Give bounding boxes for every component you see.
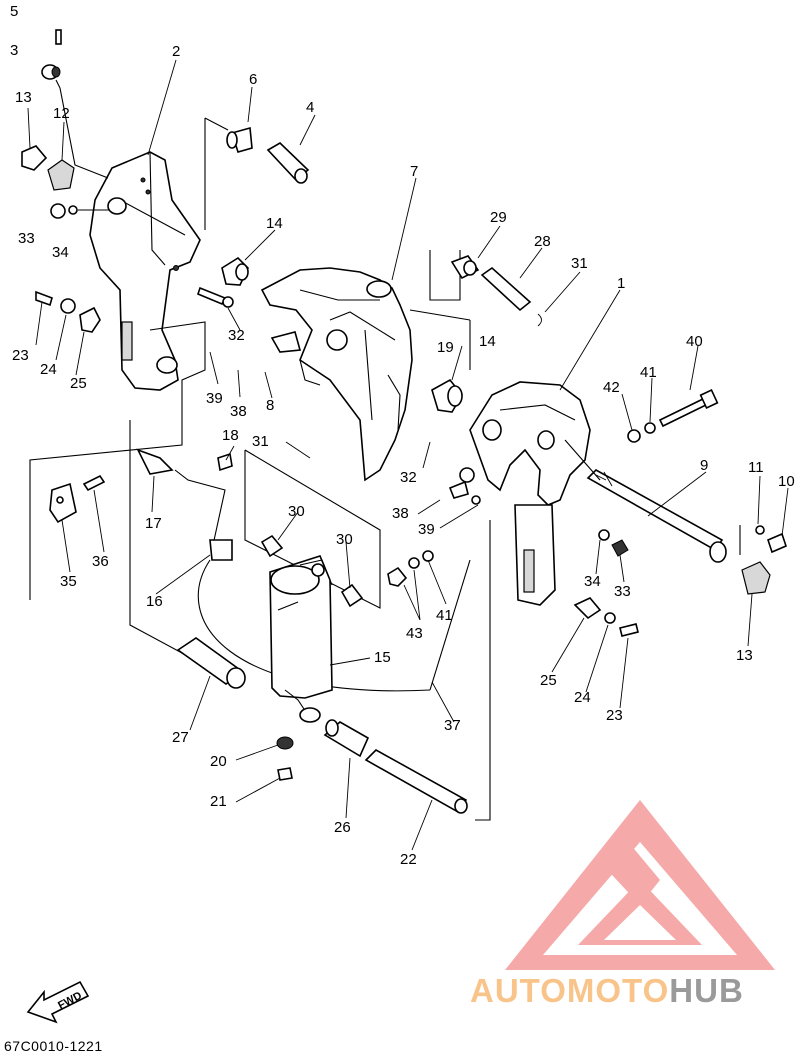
callout-11: 11 [748,459,764,476]
callout-8: 8 [266,397,274,414]
callout-33b: 33 [614,583,631,600]
callout-41: 41 [640,364,657,381]
pin-28-29 [450,255,542,327]
callout-35: 35 [60,573,77,590]
callout-27: 27 [172,729,189,746]
watermark-part1: AUTOMOTO [470,972,670,1009]
callout-25: 25 [70,375,87,392]
right-lower-small-parts [573,525,787,637]
callout-12: 12 [53,105,70,122]
callout-21: 21 [210,793,227,810]
callout-15: 15 [374,649,391,666]
callout-23: 23 [12,347,29,364]
swivel-bracket [260,267,413,482]
callout-19: 19 [437,339,454,356]
callout-22: 22 [400,851,417,868]
callout-43: 43 [406,625,423,642]
callout-3: 3 [10,42,18,59]
callout-20: 20 [210,753,227,770]
callout-23b: 23 [606,707,623,724]
tilt-cylinder [269,555,333,723]
callout-26: 26 [334,819,351,836]
callout-17: 17 [145,515,162,532]
callout-30: 30 [288,503,305,520]
callout-36: 36 [92,553,109,570]
callout-38b: 38 [392,505,409,522]
upper-left-small-parts [21,29,110,219]
callout-32: 32 [228,327,245,344]
tilt-shaft [564,439,727,563]
watermark-part2: HUB [669,972,744,1009]
callout-37: 37 [444,717,461,734]
callout-38: 38 [230,403,247,420]
callout-33: 33 [18,230,35,247]
callout-6: 6 [249,71,257,88]
callout-10: 10 [778,473,795,490]
bushings-30 [260,534,364,608]
callout-32b: 32 [400,469,417,486]
bushing-14-right [431,378,463,413]
leader-lines [27,59,789,851]
callout-28: 28 [534,233,551,250]
callout-30b: 30 [336,531,353,548]
callout-41b: 41 [436,607,453,624]
forward-arrow-icon: FWD [26,980,90,1024]
diagram-code: 67C0010-1221 [4,1038,103,1054]
callout-31b: 31 [252,433,269,450]
callout-34: 34 [52,244,69,261]
callout-4: 4 [306,99,314,116]
callout-9: 9 [700,457,708,474]
callout-14: 14 [266,215,283,232]
pin-and-sleeve [204,117,310,230]
callout-14b: 14 [479,333,496,350]
callout-7: 7 [410,163,418,180]
bolt-40-group [627,389,719,443]
callout-5: 5 [10,3,18,20]
roller-27 [176,637,246,689]
bushing-14-left [35,256,249,333]
callout-40: 40 [686,333,703,350]
anode-35-36 [49,474,106,524]
callout-24: 24 [40,361,57,378]
callout-34b: 34 [584,573,601,590]
manual-valve-rod [136,448,233,561]
callout-16: 16 [146,593,163,610]
nuts-41-43 [387,480,481,587]
callout-31: 31 [571,255,588,272]
watermark-text: AUTOMOTOHUB [470,972,744,1010]
callout-2: 2 [172,43,180,60]
right-clamp-bracket [459,381,591,606]
callout-labels: 5 3 2 13 12 6 4 7 33 34 14 29 28 31 1 23… [10,3,795,868]
parts-26-22 [323,719,468,814]
callout-18: 18 [222,427,239,444]
callout-25b: 25 [540,672,557,689]
callout-1: 1 [617,275,625,292]
callout-24b: 24 [574,689,591,706]
callout-39b: 39 [418,521,435,538]
callout-39: 39 [206,390,223,407]
callout-13: 13 [15,89,32,106]
parts-20-21 [276,736,294,781]
callout-13b: 13 [736,647,753,664]
left-clamp-bracket [89,151,201,391]
callout-42: 42 [603,379,620,396]
watermark-logo [505,800,775,970]
callout-29: 29 [490,209,507,226]
